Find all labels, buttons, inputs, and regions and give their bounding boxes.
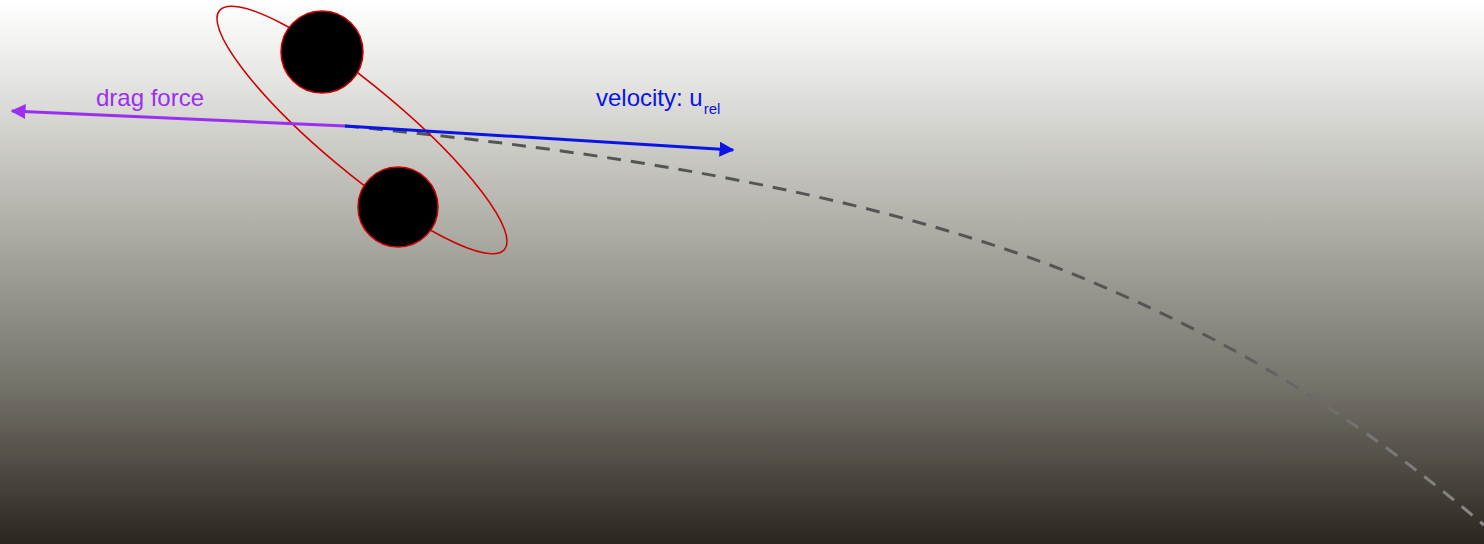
velocity-label: velocity: u [596,86,703,110]
subscript: rel [704,101,721,116]
velocity-arrow [345,126,733,150]
orbit [193,0,532,282]
binary-system [193,0,532,282]
force-label: drag force [96,86,204,110]
black-hole [358,167,438,247]
trajectory [345,126,1484,525]
drag-arrow [12,111,345,126]
black-hole [281,11,363,93]
